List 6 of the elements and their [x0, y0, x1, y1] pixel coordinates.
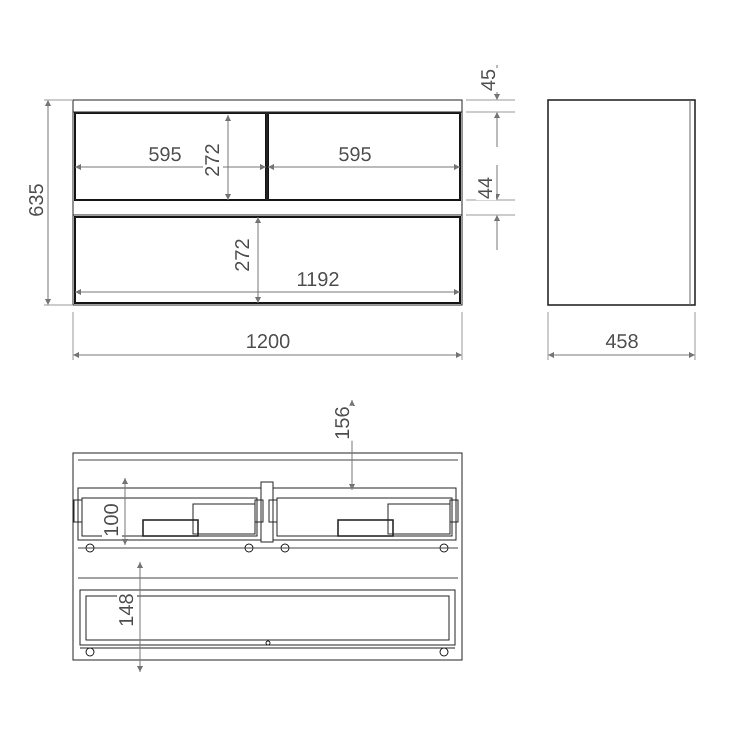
dimension-label: 44 — [476, 176, 496, 200]
dimension-label: 45 — [479, 68, 499, 92]
dimension-label: 156 — [333, 405, 353, 441]
dimension-label: 272 — [203, 142, 223, 178]
dimension-label: 100 — [102, 502, 122, 538]
dimension-label: 148 — [117, 592, 137, 628]
